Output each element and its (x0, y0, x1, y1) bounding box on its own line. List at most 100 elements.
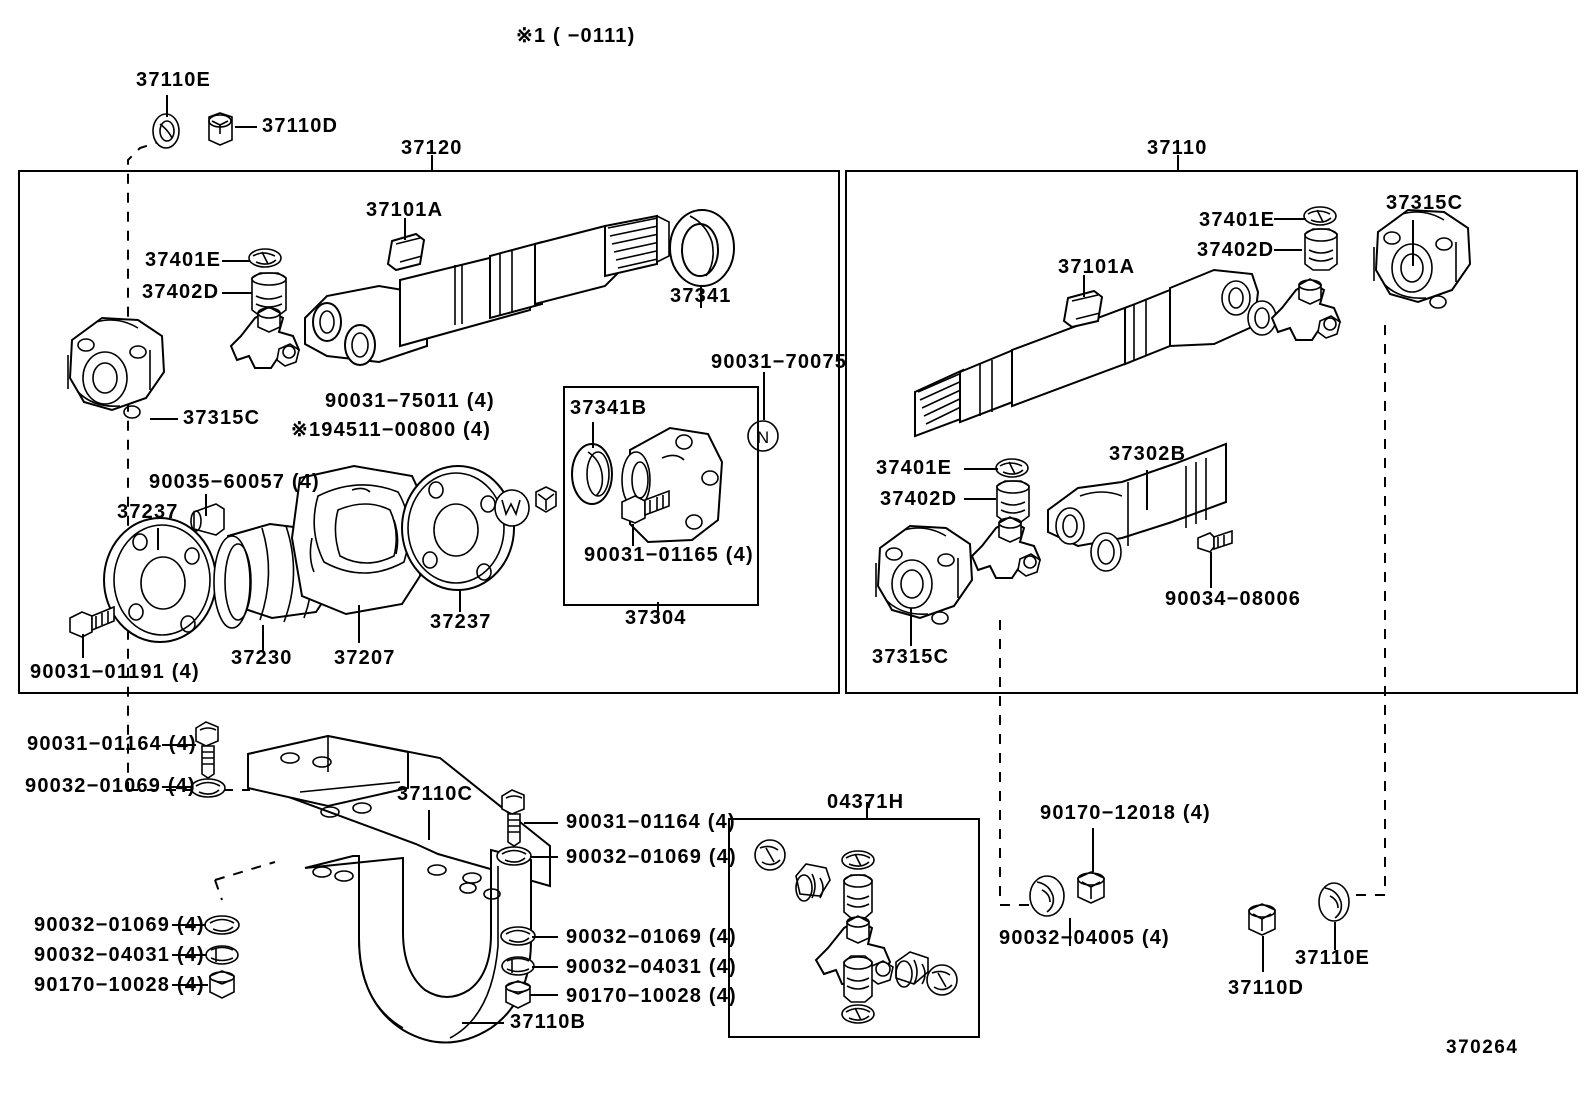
leader-90032-04031-left (172, 954, 206, 956)
label-group-37120: 37120 (401, 137, 463, 159)
group-box-37304 (563, 386, 759, 606)
label-37302B: 37302B (1109, 443, 1187, 465)
part-37315C-flange-right-bottom (875, 524, 974, 625)
label-37315C-right-top: 37315C (1386, 192, 1464, 214)
label-04371H: 04371H (827, 791, 905, 813)
part-90031-01164-bolt-mid (501, 789, 525, 847)
part-90032-01069-washer-left (190, 778, 226, 798)
label-90032-04031-left: 90032−04031 (4) (34, 944, 205, 966)
label-37110D-right: 37110D (1228, 977, 1305, 999)
label-group-37110: 37110 (1147, 137, 1208, 159)
label-37401E-left: 37401E (145, 249, 222, 271)
label-37230: 37230 (231, 647, 293, 669)
part-37402D-bearing-right-top (1304, 228, 1338, 271)
leader-90031-01164-left (162, 744, 196, 746)
leader-37120 (431, 155, 433, 171)
part-90032-01069-washer-mid2 (500, 926, 536, 946)
label-90032-01069-mid2: 90032−01069 (4) (566, 926, 737, 948)
leader-90032-01069-left2 (172, 924, 206, 926)
group-box-37110 (845, 170, 1578, 694)
leader-37402D-right-bot (964, 498, 996, 500)
leader-90031-01191 (82, 634, 84, 658)
label-37207: 37207 (334, 647, 396, 669)
leader-37237-right (459, 590, 461, 612)
part-90170-10028-nut-left (209, 970, 235, 999)
label-90170-12018: 90170−12018 (4) (1040, 802, 1211, 824)
leader-37341 (700, 286, 702, 308)
leader-37237-left (157, 528, 159, 550)
part-37237-flange-right (401, 465, 515, 591)
leader-90035-60057 (205, 494, 207, 516)
part-90032-04005-washer (1029, 875, 1065, 917)
part-37402D-bearing-right-bottom (996, 480, 1030, 523)
part-90170-12018-nut (1077, 871, 1105, 904)
part-37110C-crossmember (247, 734, 551, 892)
leader-90031-01165 (632, 524, 634, 546)
label-37110E-top: 37110E (136, 69, 212, 91)
part-37402D-bearing-left (251, 272, 287, 317)
part-90032-04031-washer-left (205, 945, 239, 965)
leader-90032-04005 (1069, 918, 1071, 946)
part-37110E-washer-bottom-right (1318, 882, 1350, 922)
part-90032-01069-washer-left2 (204, 915, 240, 935)
marker-N-circle: N (747, 420, 779, 452)
leader-37110B (462, 1022, 504, 1024)
label-194511-00800: ※194511−00800 (4) (291, 419, 492, 441)
leader-37110E-top (166, 95, 168, 117)
leader-90032-01069-left (162, 786, 192, 788)
label-90032-04005: 90032−04005 (4) (999, 927, 1170, 949)
part-37302B-sleeve-yoke (1047, 442, 1227, 572)
leader-37110C (428, 810, 430, 840)
leader-37315C-left (150, 418, 178, 420)
part-90031-01164-bolt-left (195, 721, 219, 779)
label-37401E-right-top: 37401E (1199, 209, 1276, 231)
svg-text:N: N (757, 428, 769, 447)
part-37110D-nut-bottom-right (1248, 903, 1276, 936)
part-90031-75011-nut (535, 486, 557, 513)
label-37237-left: 37237 (117, 501, 179, 523)
part-37110D-nut-top (208, 112, 233, 146)
part-90031-01165-bolt (621, 489, 670, 524)
leader-90032-01069-mid (530, 856, 558, 858)
leader-37401E-right-top (1274, 218, 1306, 220)
label-90031-01164-left: 90031−01164 (4) (27, 733, 197, 755)
label-37110D-top: 37110D (262, 115, 339, 137)
leader-37401E-left (222, 260, 250, 262)
leader-37302B-right (1146, 470, 1148, 510)
part-37237-flange-left (103, 517, 217, 643)
part-37401E-snap-ring-right-top (1303, 206, 1337, 226)
leader-90034-08006 (1210, 552, 1212, 588)
leader-37101A-right (1083, 275, 1085, 297)
leader-90170-12018 (1092, 828, 1094, 872)
leader-37304 (657, 602, 659, 618)
figure-number: 370264 (1446, 1037, 1519, 1058)
label-37315C-left: 37315C (183, 407, 261, 429)
part-37110-propeller-shaft (914, 268, 1277, 438)
leader-90031-01164-mid (524, 822, 558, 824)
label-90031-75011: 90031−75011 (4) (325, 390, 495, 412)
part-90034-08006-fitting (1197, 529, 1233, 553)
part-37341B-seal (571, 443, 613, 505)
label-37101A-left: 37101A (366, 199, 444, 221)
label-37110C: 37110C (397, 783, 474, 805)
label-37341B: 37341B (570, 397, 648, 419)
label-37110B: 37110B (510, 1011, 587, 1033)
note-top: ※1 ( −0111) (516, 25, 636, 47)
leader-37402D-left (222, 292, 252, 294)
label-90035-60057: 90035−60057 (4) (149, 471, 320, 493)
leader-37401E-right-bot (964, 468, 998, 470)
label-90032-01069-mid: 90032−01069 (4) (566, 846, 737, 868)
part-37315C-flange-right-top (1373, 208, 1472, 309)
label-37401E-right-bot: 37401E (876, 457, 953, 479)
group-box-04371H (728, 818, 980, 1038)
label-37110E-right: 37110E (1295, 947, 1371, 969)
label-37315C-right-bot: 37315C (872, 646, 950, 668)
part-04371H-ujoint-kit (754, 839, 958, 1024)
part-90170-10028-nut-mid (505, 980, 531, 1009)
leader-90032-01069-mid2 (532, 936, 558, 938)
leader-37110 (1177, 155, 1179, 171)
label-37402D-right-top: 37402D (1197, 239, 1275, 261)
leader-37110D-right (1262, 936, 1264, 972)
